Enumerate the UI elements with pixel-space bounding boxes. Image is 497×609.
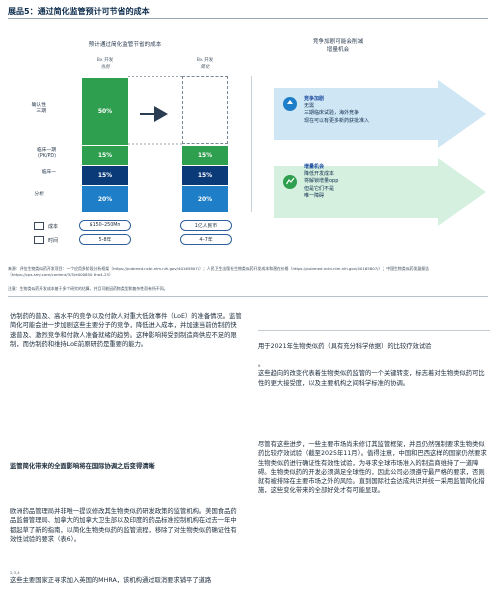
arrow-bottom-text: 增量机会 降低开发成本 将解锁增量opp 但是它们不是 唯一障碍 — [304, 164, 424, 200]
bar-simplified-label: 简化 — [200, 65, 210, 70]
ylabel-confirmatory-line-2: 三期 — [36, 109, 46, 114]
arrow-top-shape — [274, 80, 486, 148]
arrow-top-line-3: 现在可以有更多新药获批准入 — [304, 117, 370, 124]
title-divider — [8, 18, 488, 19]
ylabel-analysis: 分析 — [34, 192, 44, 197]
right-subtitle-line-1: 竞争加剧可能会削减 — [312, 39, 364, 45]
ylabel-confirmatory: 确认性 三期 — [16, 103, 46, 115]
source-divider — [8, 296, 488, 297]
time-icon — [34, 236, 44, 244]
bar-0-segment-0: 20% — [82, 186, 128, 212]
arrow-bottom-line-3: 但是它们不是 — [304, 185, 335, 192]
exhibit-title: 展品5：通过简化监管预计可节省的成本 — [8, 7, 150, 16]
bar-current-header: Bx 开发 当前 — [82, 57, 128, 71]
time-current-pill: 5-8年 — [79, 234, 131, 245]
bar-1-segment-0: 20% — [182, 186, 228, 212]
right-subtitle: 竞争加剧可能会削减 增量机会 — [288, 38, 388, 54]
right-top-rule — [258, 330, 490, 331]
arrow-bottom-shape — [274, 158, 486, 226]
footnote: 注意：生物类似药开发成本基于多个研究的估算，并且可能因药物类型和复杂性而有所不同… — [8, 286, 168, 291]
arrows-graphic — [274, 80, 486, 226]
left-para-3: 这些主要国家正寻求加入英国的MHRA，该机构通过取消要求铺平了道路 — [10, 577, 212, 584]
arrow-right-icon — [154, 106, 168, 122]
arrow-bottom-line-4: 唯一障碍 — [304, 192, 325, 199]
chart-bracket — [240, 76, 252, 212]
cost-current-pill: $150–250Mn — [79, 220, 131, 231]
bar-0-segment-2: 15% — [82, 146, 128, 165]
bar-current-name: Bx 开发 — [96, 58, 114, 63]
right-para-1: 用于2021年生物类似药（具有充分科学依据）的比较疗效试验 — [258, 342, 490, 351]
arrow-top-line-1: 无需 — [304, 103, 315, 110]
time-label: 时间 — [48, 238, 59, 244]
bar-0-segment-3: 50% — [82, 78, 128, 145]
right-para-1-note: 。 — [258, 361, 265, 368]
ylabel-phase1-line-2: (PK/PD) — [38, 154, 56, 159]
bar-current-label: 当前 — [100, 65, 110, 70]
arrow-top-head: 竞争加剧 — [304, 96, 325, 102]
arrow-bottom-line-2: 将解锁增量opp — [304, 178, 339, 185]
cost-label: 成本 — [48, 224, 59, 230]
removed-phase3-box — [182, 76, 228, 144]
ylabel-phase1-line-1: 临床一期 — [36, 148, 56, 153]
arrow-bottom-head: 增量机会 — [304, 164, 325, 170]
ylabel-confirmatory-line-1: 确认性 — [31, 103, 46, 108]
left-subtitle: 预计通过简化监管节省的成本 — [88, 42, 162, 48]
arrow-bottom-line-1: 降低开发成本 — [304, 171, 335, 178]
right-para-2-wrap: 。 这些趋向的改变代表着生物类似药监管的一个关键转变，标志着对生物类似药可比性的… — [258, 360, 490, 388]
cost-simplified-pill: 1亿人民币 — [180, 220, 232, 231]
section-heading: 监管简化带来的全面影响将在国际协调之后变得清晰 — [10, 463, 155, 470]
ylabel-phase1: 临床一期 (PK/PD) — [10, 148, 56, 160]
bar-connector — [128, 76, 182, 145]
left-footnote-wrap: 2,3,4 — [10, 568, 242, 577]
cost-icon — [34, 222, 44, 230]
opportunity-icon — [283, 175, 297, 189]
arrow-top-line-2: 三期临床试验，海外竞争 — [304, 110, 360, 117]
bar-current: 20%15%15%50% — [82, 76, 128, 212]
bar-simplified: 20%15%15% — [182, 76, 228, 212]
source-note: 来源：评估生物类似药开发项目：一个应用多阶段分析框架（https://pubme… — [8, 266, 430, 277]
right-subtitle-line-2: 增量机会 — [326, 47, 350, 53]
right-para-2: 这些趋向的改变代表着生物类似药监管的一个关键转变，标志着对生物类似药可比性的更大… — [258, 370, 485, 387]
right-para-1-text: 用于2021年生物类似药（具有充分科学依据）的比较疗效试验 — [258, 343, 432, 350]
bar-simplified-header: Bx 开发 简化 — [182, 57, 228, 71]
right-para-3: 尽管有这些进步，一些主要市场尚未修订其监管框架，并且仍然强制要求生物类似药比较疗… — [258, 441, 487, 495]
bar-1-segment-2: 15% — [182, 146, 228, 165]
arrow-top-text: 竞争加剧 无需 三期临床试验，海外竞争 现在可以有更多新药获批准入 — [304, 96, 434, 125]
bar-1-segment-1: 15% — [182, 166, 228, 185]
bar-0-segment-1: 15% — [82, 166, 128, 185]
bar-simplified-name: Bx 开发 — [196, 58, 214, 63]
time-simplified-pill: 4–7年 — [180, 234, 232, 245]
ylabel-clinical: 临床一 — [41, 170, 56, 175]
left-footnote-ref: 2,3,4 — [10, 570, 20, 575]
left-para-2: 欧洲药品管理局并非唯一提议修改其生物类似药研发政策的监管机构。美国食品药品监督管… — [10, 508, 237, 543]
left-para-1: 仿制药的普及、高水平的竞争以及付款人对重大低效事件（LoE）的准备情况。监管简化… — [10, 313, 242, 348]
